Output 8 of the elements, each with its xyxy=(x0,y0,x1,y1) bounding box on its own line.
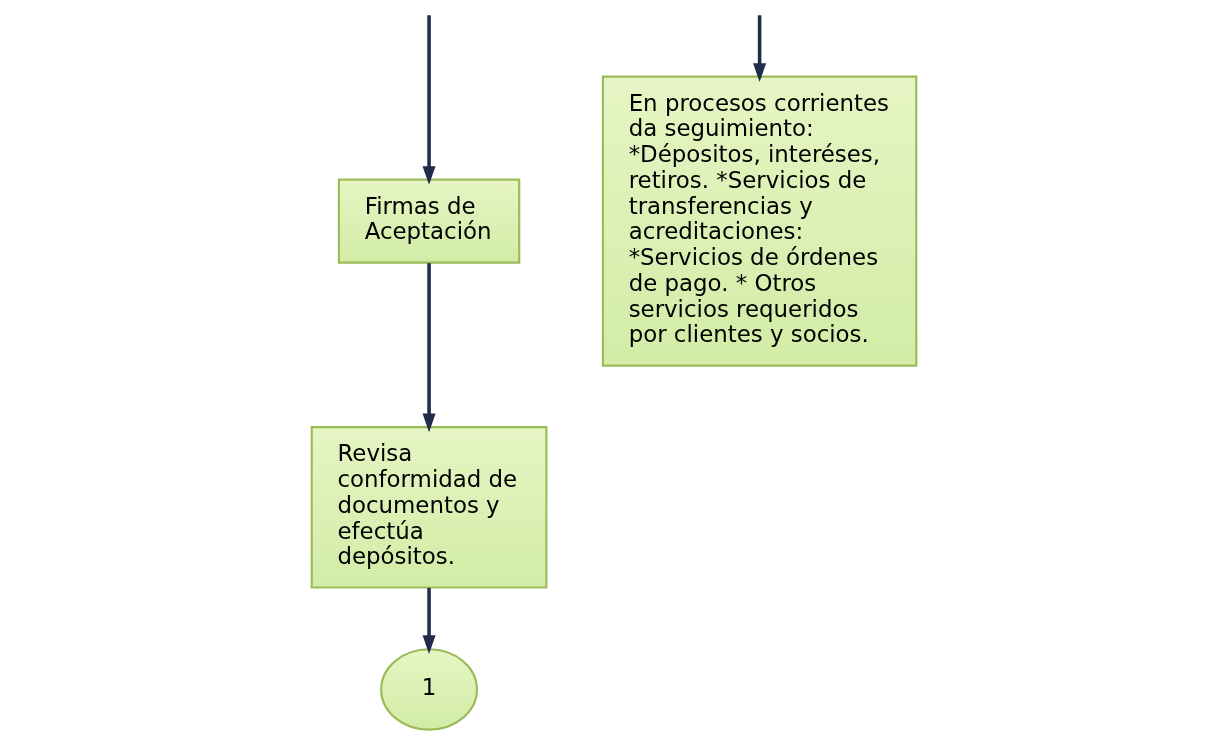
node-ellipse: 1 xyxy=(379,648,478,731)
node-box: En procesos corrientes da seguimiento: *Dépositos, interéses, retiros. *Servicios de transferencias y acreditaciones: *Servicios de órdenes de pago. * Otros servicios requeridos por clientes y socios. xyxy=(601,75,917,367)
arrow xyxy=(422,587,436,654)
node-box: Revisa conformidad de documentos y efectúa depósitos. xyxy=(310,426,547,589)
node-box: Firmas de Aceptación xyxy=(337,178,520,264)
arrow xyxy=(752,15,766,82)
arrow xyxy=(422,15,436,185)
arrow xyxy=(422,263,436,433)
